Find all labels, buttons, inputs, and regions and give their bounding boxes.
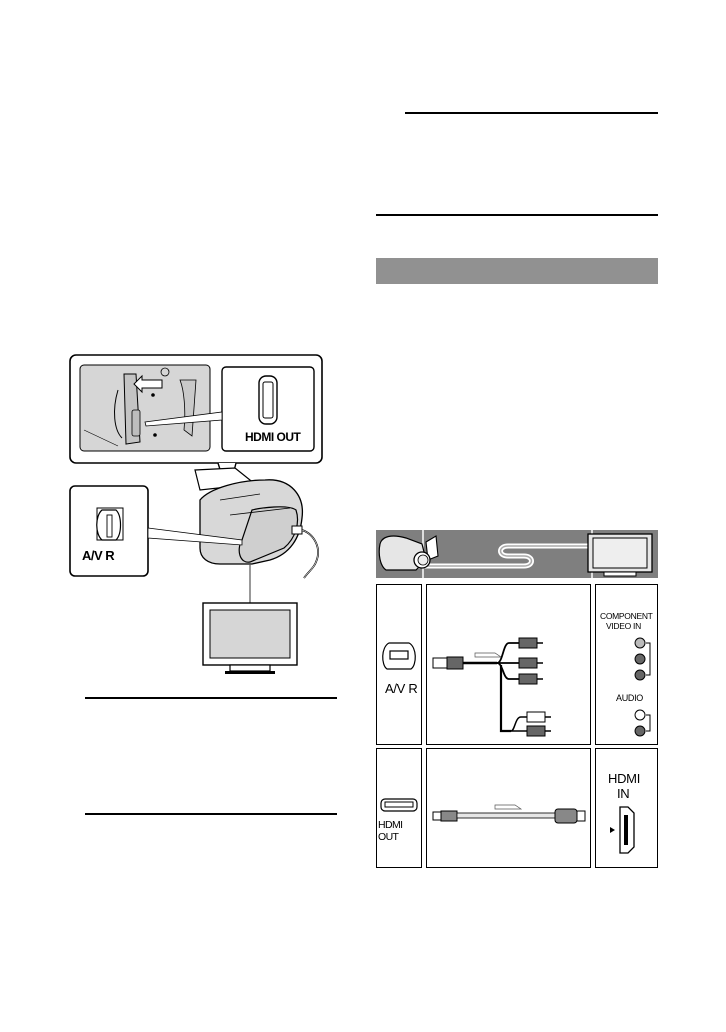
row1-tv-jack-cell: COMPONENT VIDEO IN AUDIO: [595, 584, 658, 745]
tv-icon: [587, 533, 653, 577]
component-label-line1: COMPONENT: [600, 611, 653, 621]
hdmi-in-label-line2: IN: [617, 786, 630, 801]
hdmi-in-label-line1: HDMI: [608, 771, 641, 786]
left-note-top-rule: [85, 697, 337, 699]
note-top-rule: [405, 112, 658, 114]
note-bottom-rule: [376, 214, 658, 216]
av-r-jack-label: A/V R: [385, 681, 418, 696]
left-note-bottom-rule: [85, 813, 337, 815]
row1-camcorder-jack-cell: A/V R: [376, 584, 422, 745]
av-r-callout-label: A/V R: [82, 548, 115, 563]
camcorder-connection-illustration: HDMI OUT A/V R: [60, 350, 340, 680]
hdmi-cable-svg: [432, 804, 586, 824]
hdmi-in-jack-icon: [610, 806, 635, 854]
row2-camcorder-jack-cell: HDMI OUT: [376, 748, 422, 868]
component-av-cable-svg: [432, 637, 551, 737]
hdmi-out-jack-label: HDMI OUT: [378, 819, 403, 843]
av-r-jack-icon: [382, 642, 416, 670]
row2-cable-cell: [426, 748, 591, 868]
camcorder-icon: [378, 535, 439, 571]
hdmi-out-callout-label: HDMI OUT: [245, 430, 301, 444]
header-band-svg: [378, 530, 653, 578]
hdmi-out-jack-icon: [380, 798, 418, 812]
audio-label: AUDIO: [616, 693, 644, 703]
section-header-bar: [376, 258, 658, 284]
connection-chart: A/V R: [376, 530, 658, 870]
component-label-line2: VIDEO IN: [606, 621, 641, 631]
camcorder-connection-svg: [69, 354, 323, 674]
connection-header-band: [376, 530, 658, 578]
tv-component-jacks-svg: [634, 637, 651, 737]
row1-cable-cell: [426, 584, 591, 745]
row2-tv-jack-cell: HDMI IN: [595, 748, 658, 868]
